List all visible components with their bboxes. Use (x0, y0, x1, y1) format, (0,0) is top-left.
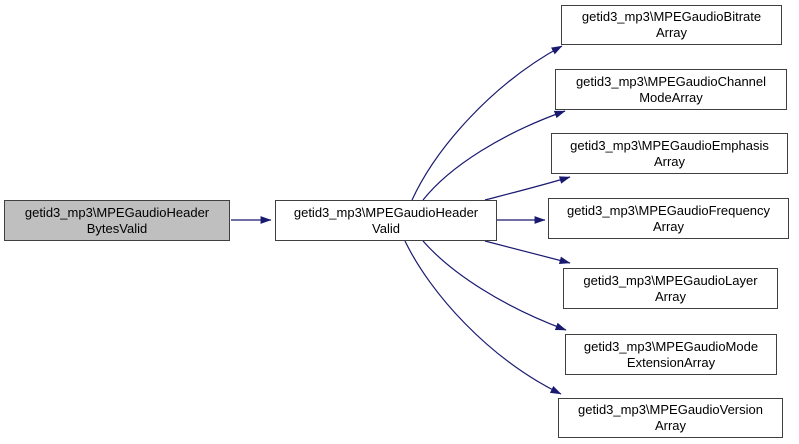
edge-headervalid-to-channelmodearray (422, 110, 566, 201)
node-label-line2: Valid (372, 220, 400, 236)
node-label-line2: Array (654, 418, 687, 433)
node-mpegaudioversionarray[interactable]: getid3_mp3\MPEGaudioVersion Array (558, 398, 783, 438)
node-mpegaudioheaderbytesvalid: getid3_mp3\MPEGaudioHeader BytesValid (4, 200, 230, 241)
node-label-line2: BytesValid (86, 220, 148, 236)
node-mpegaudioheadervalid[interactable]: getid3_mp3\MPEGaudioHeader Valid (275, 200, 497, 241)
node-mpegaudiolayerarray[interactable]: getid3_mp3\MPEGaudioLayer Array (563, 268, 778, 309)
node-label-line1: getid3_mp3\MPEGaudioMode (583, 338, 759, 354)
node-label-line1: getid3_mp3\MPEGaudioHeader (293, 204, 479, 220)
node-label-line1: getid3_mp3\MPEGaudioBitrate (581, 9, 762, 24)
node-label-line1: getid3_mp3\MPEGaudioChannel (575, 73, 767, 89)
node-label-line1: getid3_mp3\MPEGaudioHeader (24, 204, 210, 220)
node-mpegaudiomodeextensionarray[interactable]: getid3_mp3\MPEGaudioMode ExtensionArray (565, 334, 777, 375)
node-label-line1: getid3_mp3\MPEGaudioVersion (577, 402, 763, 417)
edge-headervalid-to-emphasisarray (484, 176, 571, 201)
node-label-line2: Array (652, 218, 685, 234)
edge-headervalid-to-versionarray (404, 240, 562, 395)
node-label-line1: getid3_mp3\MPEGaudioLayer (583, 272, 758, 288)
node-mpegaudiobitratearray[interactable]: getid3_mp3\MPEGaudioBitrate Array (561, 5, 782, 45)
node-mpegaudiofrequencyarray[interactable]: getid3_mp3\MPEGaudioFrequency Array (548, 198, 789, 239)
edge-headervalid-to-bitratearray (411, 45, 563, 201)
edge-headervalid-to-modeextensionarray (422, 240, 567, 331)
node-label-line1: getid3_mp3\MPEGaudioEmphasis (570, 137, 769, 153)
node-label-line2: Array (654, 288, 687, 304)
node-label-line2: ModeArray (639, 89, 703, 105)
node-label-line2: ExtensionArray (626, 354, 716, 370)
edge-headervalid-to-layerarray (484, 240, 571, 265)
node-label-line2: Array (655, 25, 688, 40)
node-label-line2: Array (653, 153, 686, 169)
node-mpegaudiochannelmodearray[interactable]: getid3_mp3\MPEGaudioChannel ModeArray (555, 69, 787, 110)
node-mpegaudioemphasisarray[interactable]: getid3_mp3\MPEGaudioEmphasis Array (551, 133, 788, 174)
node-label-line1: getid3_mp3\MPEGaudioFrequency (566, 202, 771, 218)
